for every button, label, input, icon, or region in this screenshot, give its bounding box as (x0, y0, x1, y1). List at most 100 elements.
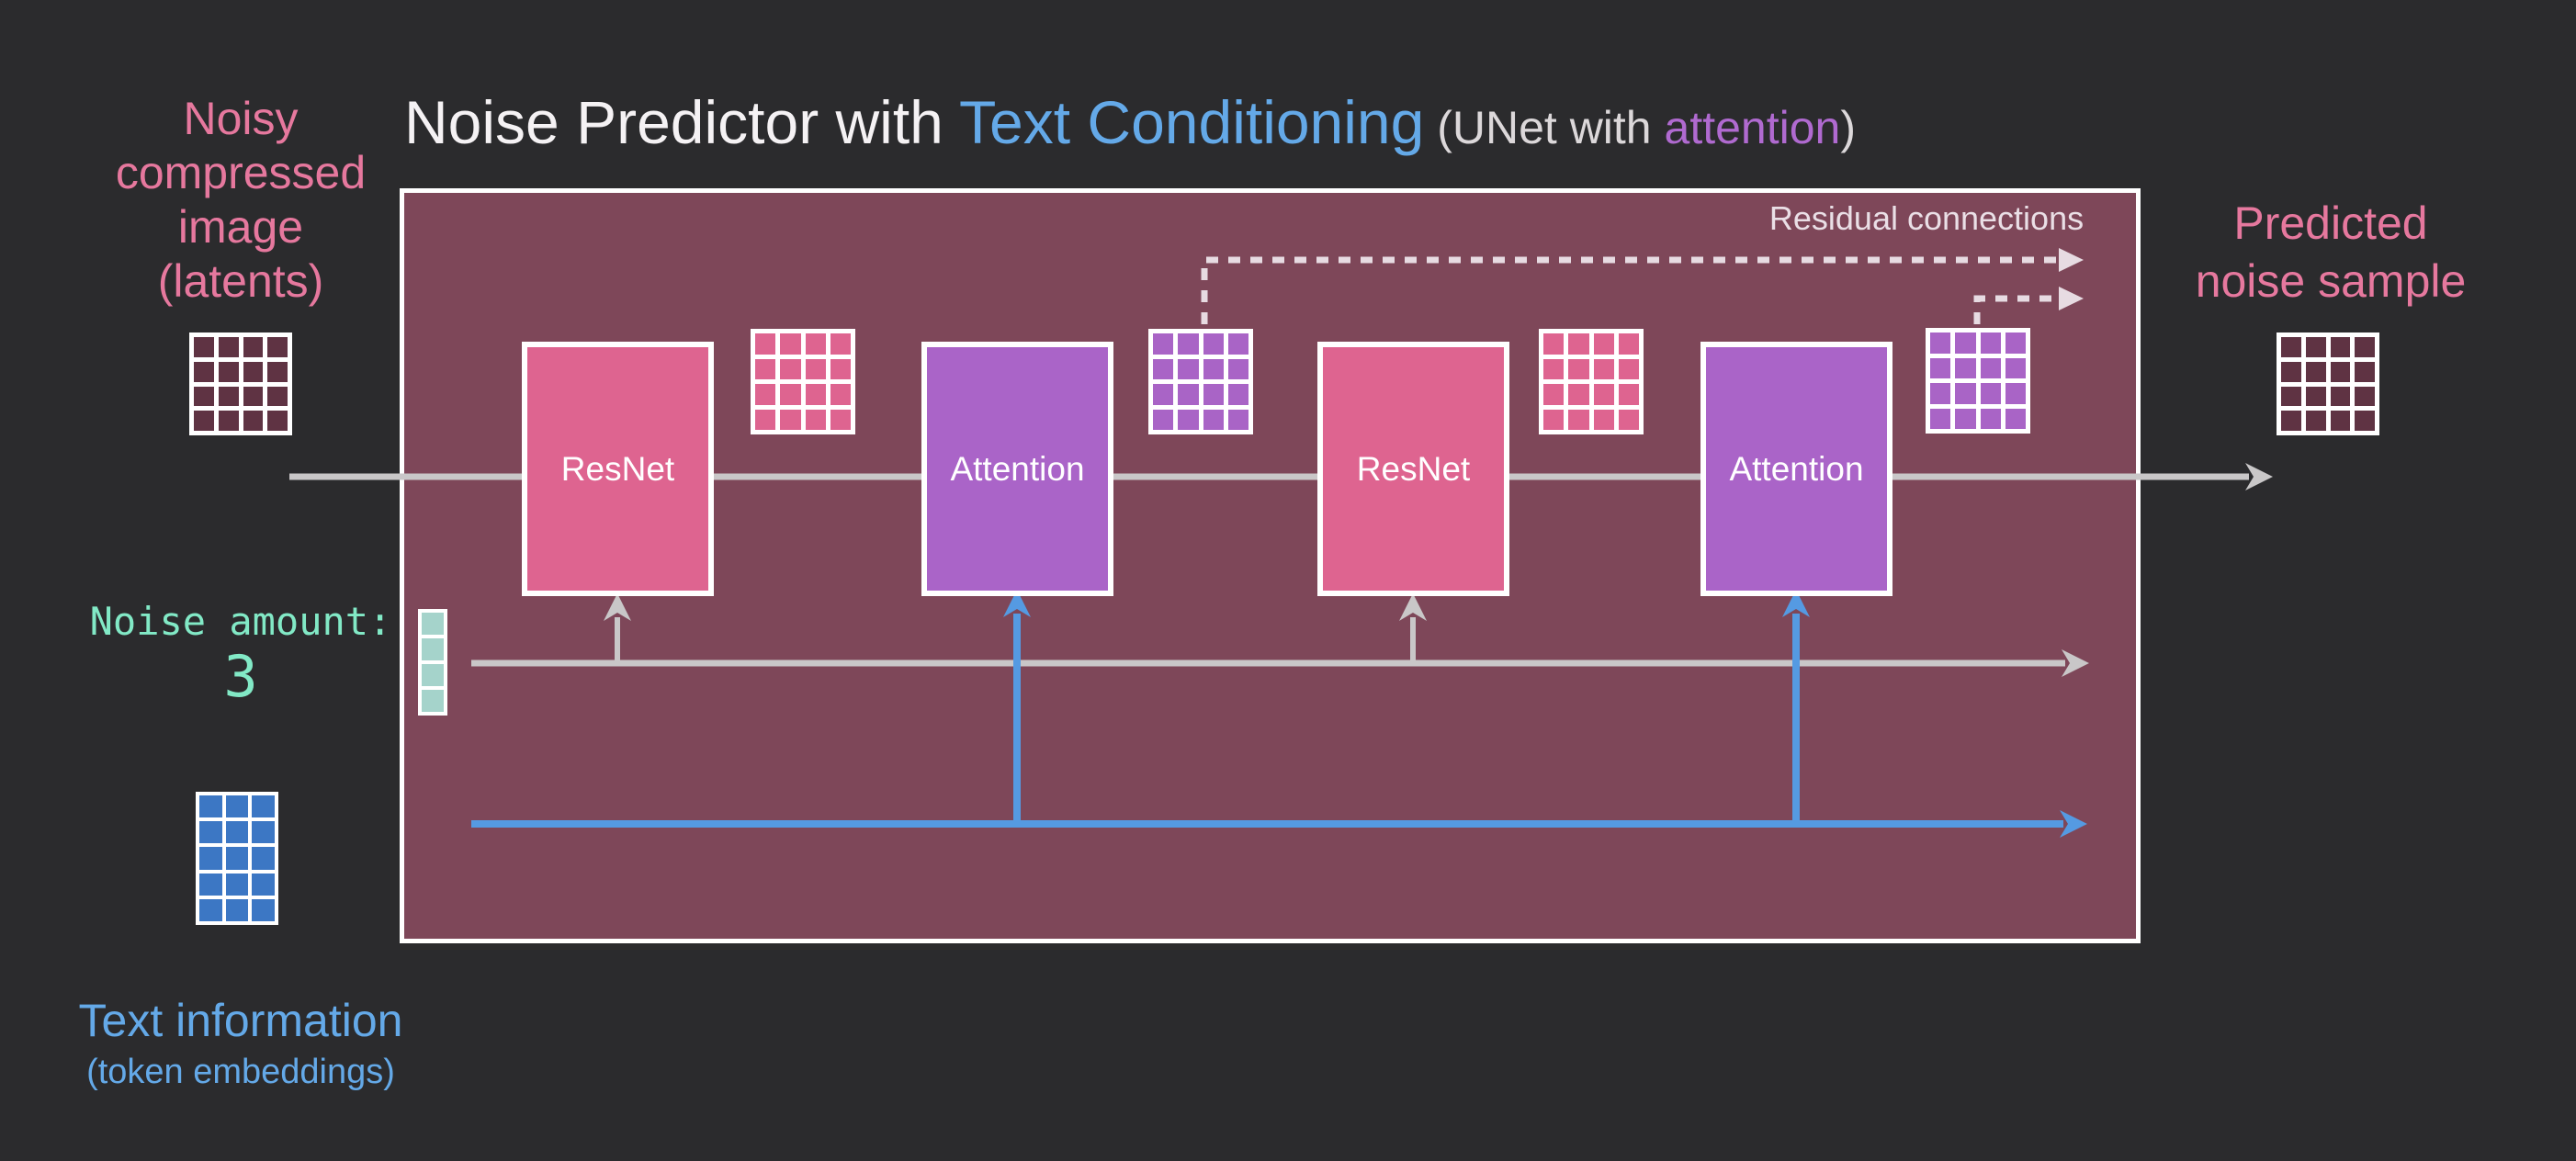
grid-cell (1227, 384, 1248, 405)
grid-cell (755, 409, 776, 430)
unet-grid-icon-3 (1539, 329, 1644, 434)
grid-cell (267, 361, 288, 382)
grid-cell (218, 361, 239, 382)
grid-cell (2005, 333, 2026, 354)
title-subtitle-attention: attention (1664, 102, 1841, 153)
grid-cell (755, 384, 776, 405)
grid-cell (805, 409, 826, 430)
title-subtitle-prefix: (UNet with (1424, 102, 1665, 153)
grid-cell (422, 664, 444, 686)
grid-cell (194, 411, 214, 431)
grid-cell (194, 337, 214, 357)
grid-cell (2305, 411, 2326, 431)
grid-cell (1203, 333, 1224, 355)
grid-cell (2330, 386, 2351, 407)
grid-cell (2005, 383, 2026, 404)
attention-block-2: Attention (1700, 342, 1892, 596)
grid-cell (755, 358, 776, 379)
grid-cell (1955, 357, 1976, 378)
token-embeddings-label: (token embeddings) (86, 1053, 395, 1091)
resnet-block-1: ResNet (522, 342, 714, 596)
grid-cell (1593, 409, 1614, 430)
grid-cell (199, 898, 222, 921)
grid-cell (2355, 337, 2375, 357)
grid-cell (252, 898, 275, 921)
grid-cell (1153, 333, 1174, 355)
grid-cell (225, 821, 249, 844)
grid-cell (1227, 409, 1248, 430)
unet-grid-icon-4 (1926, 328, 2030, 434)
input-label-line3: image (177, 201, 304, 253)
attention-block-1-label: Attention (950, 449, 1085, 488)
grid-cell (243, 337, 264, 357)
output-label-line1: Predicted (2233, 197, 2428, 249)
grid-cell (1543, 358, 1565, 379)
grid-cell (1203, 384, 1224, 405)
grid-cell (2281, 386, 2301, 407)
grid-cell (2305, 337, 2326, 357)
grid-cell (780, 409, 801, 430)
grid-cell (780, 333, 801, 355)
resnet-block-2: ResNet (1317, 342, 1509, 596)
residual-connections-label: Residual connections (1768, 199, 2085, 237)
grid-cell (1203, 409, 1224, 430)
grid-cell (267, 386, 288, 407)
grid-cell (1568, 358, 1589, 379)
grid-cell (194, 386, 214, 407)
grid-cell (252, 873, 275, 896)
grid-cell (218, 411, 239, 431)
grid-cell (1568, 384, 1589, 405)
grid-cell (1930, 357, 1951, 378)
grid-cell (1543, 333, 1565, 355)
input-label-line4: (latents) (157, 255, 324, 307)
grid-cell (1153, 409, 1174, 430)
grid-cell (1568, 409, 1589, 430)
grid-cell (2305, 361, 2326, 382)
grid-cell (267, 337, 288, 357)
grid-cell (199, 873, 222, 896)
grid-cell (2005, 408, 2026, 429)
grid-cell (1227, 333, 1248, 355)
grid-cell (252, 847, 275, 870)
title-subtitle-suffix: ) (1840, 102, 1856, 153)
title-main: Noise Predictor with (404, 88, 960, 156)
grid-cell (1543, 384, 1565, 405)
output-label-line2: noise sample (2195, 255, 2467, 307)
grid-cell (1980, 383, 2001, 404)
attention-block-1: Attention (921, 342, 1113, 596)
grid-cell (1980, 408, 2001, 429)
grid-cell (2355, 386, 2375, 407)
resnet-block-1-label: ResNet (560, 449, 675, 488)
grid-cell (225, 898, 249, 921)
grid-cell (252, 795, 275, 818)
grid-cell (267, 411, 288, 431)
noise-amount-value: 3 (223, 643, 258, 710)
attention-block-2-label: Attention (1729, 449, 1864, 488)
grid-cell (225, 847, 249, 870)
grid-cell (1153, 358, 1174, 379)
grid-cell (252, 821, 275, 844)
grid-cell (2005, 357, 2026, 378)
resnet-block-2-label: ResNet (1356, 449, 1471, 488)
unet-grid-icon-1 (751, 329, 855, 434)
grid-cell (1618, 384, 1639, 405)
grid-cell (1568, 333, 1589, 355)
noise-amount-vector-icon (418, 609, 447, 716)
grid-cell (1543, 409, 1565, 430)
grid-cell (225, 795, 249, 818)
grid-cell (805, 358, 826, 379)
grid-cell (1593, 358, 1614, 379)
unet-grid-icon-2 (1148, 329, 1253, 434)
grid-cell (1618, 358, 1639, 379)
noise-amount-label: Noise amount: (89, 599, 392, 644)
grid-cell (2281, 411, 2301, 431)
grid-cell (194, 361, 214, 382)
grid-cell (243, 411, 264, 431)
grid-cell (1930, 408, 1951, 429)
predicted-noise-label: Predicted noise sample (2156, 195, 2505, 310)
input-label-line2: compressed (115, 147, 367, 198)
grid-cell (1178, 358, 1199, 379)
latents-grid-icon (189, 333, 292, 435)
grid-cell (2281, 337, 2301, 357)
grid-cell (2355, 411, 2375, 431)
